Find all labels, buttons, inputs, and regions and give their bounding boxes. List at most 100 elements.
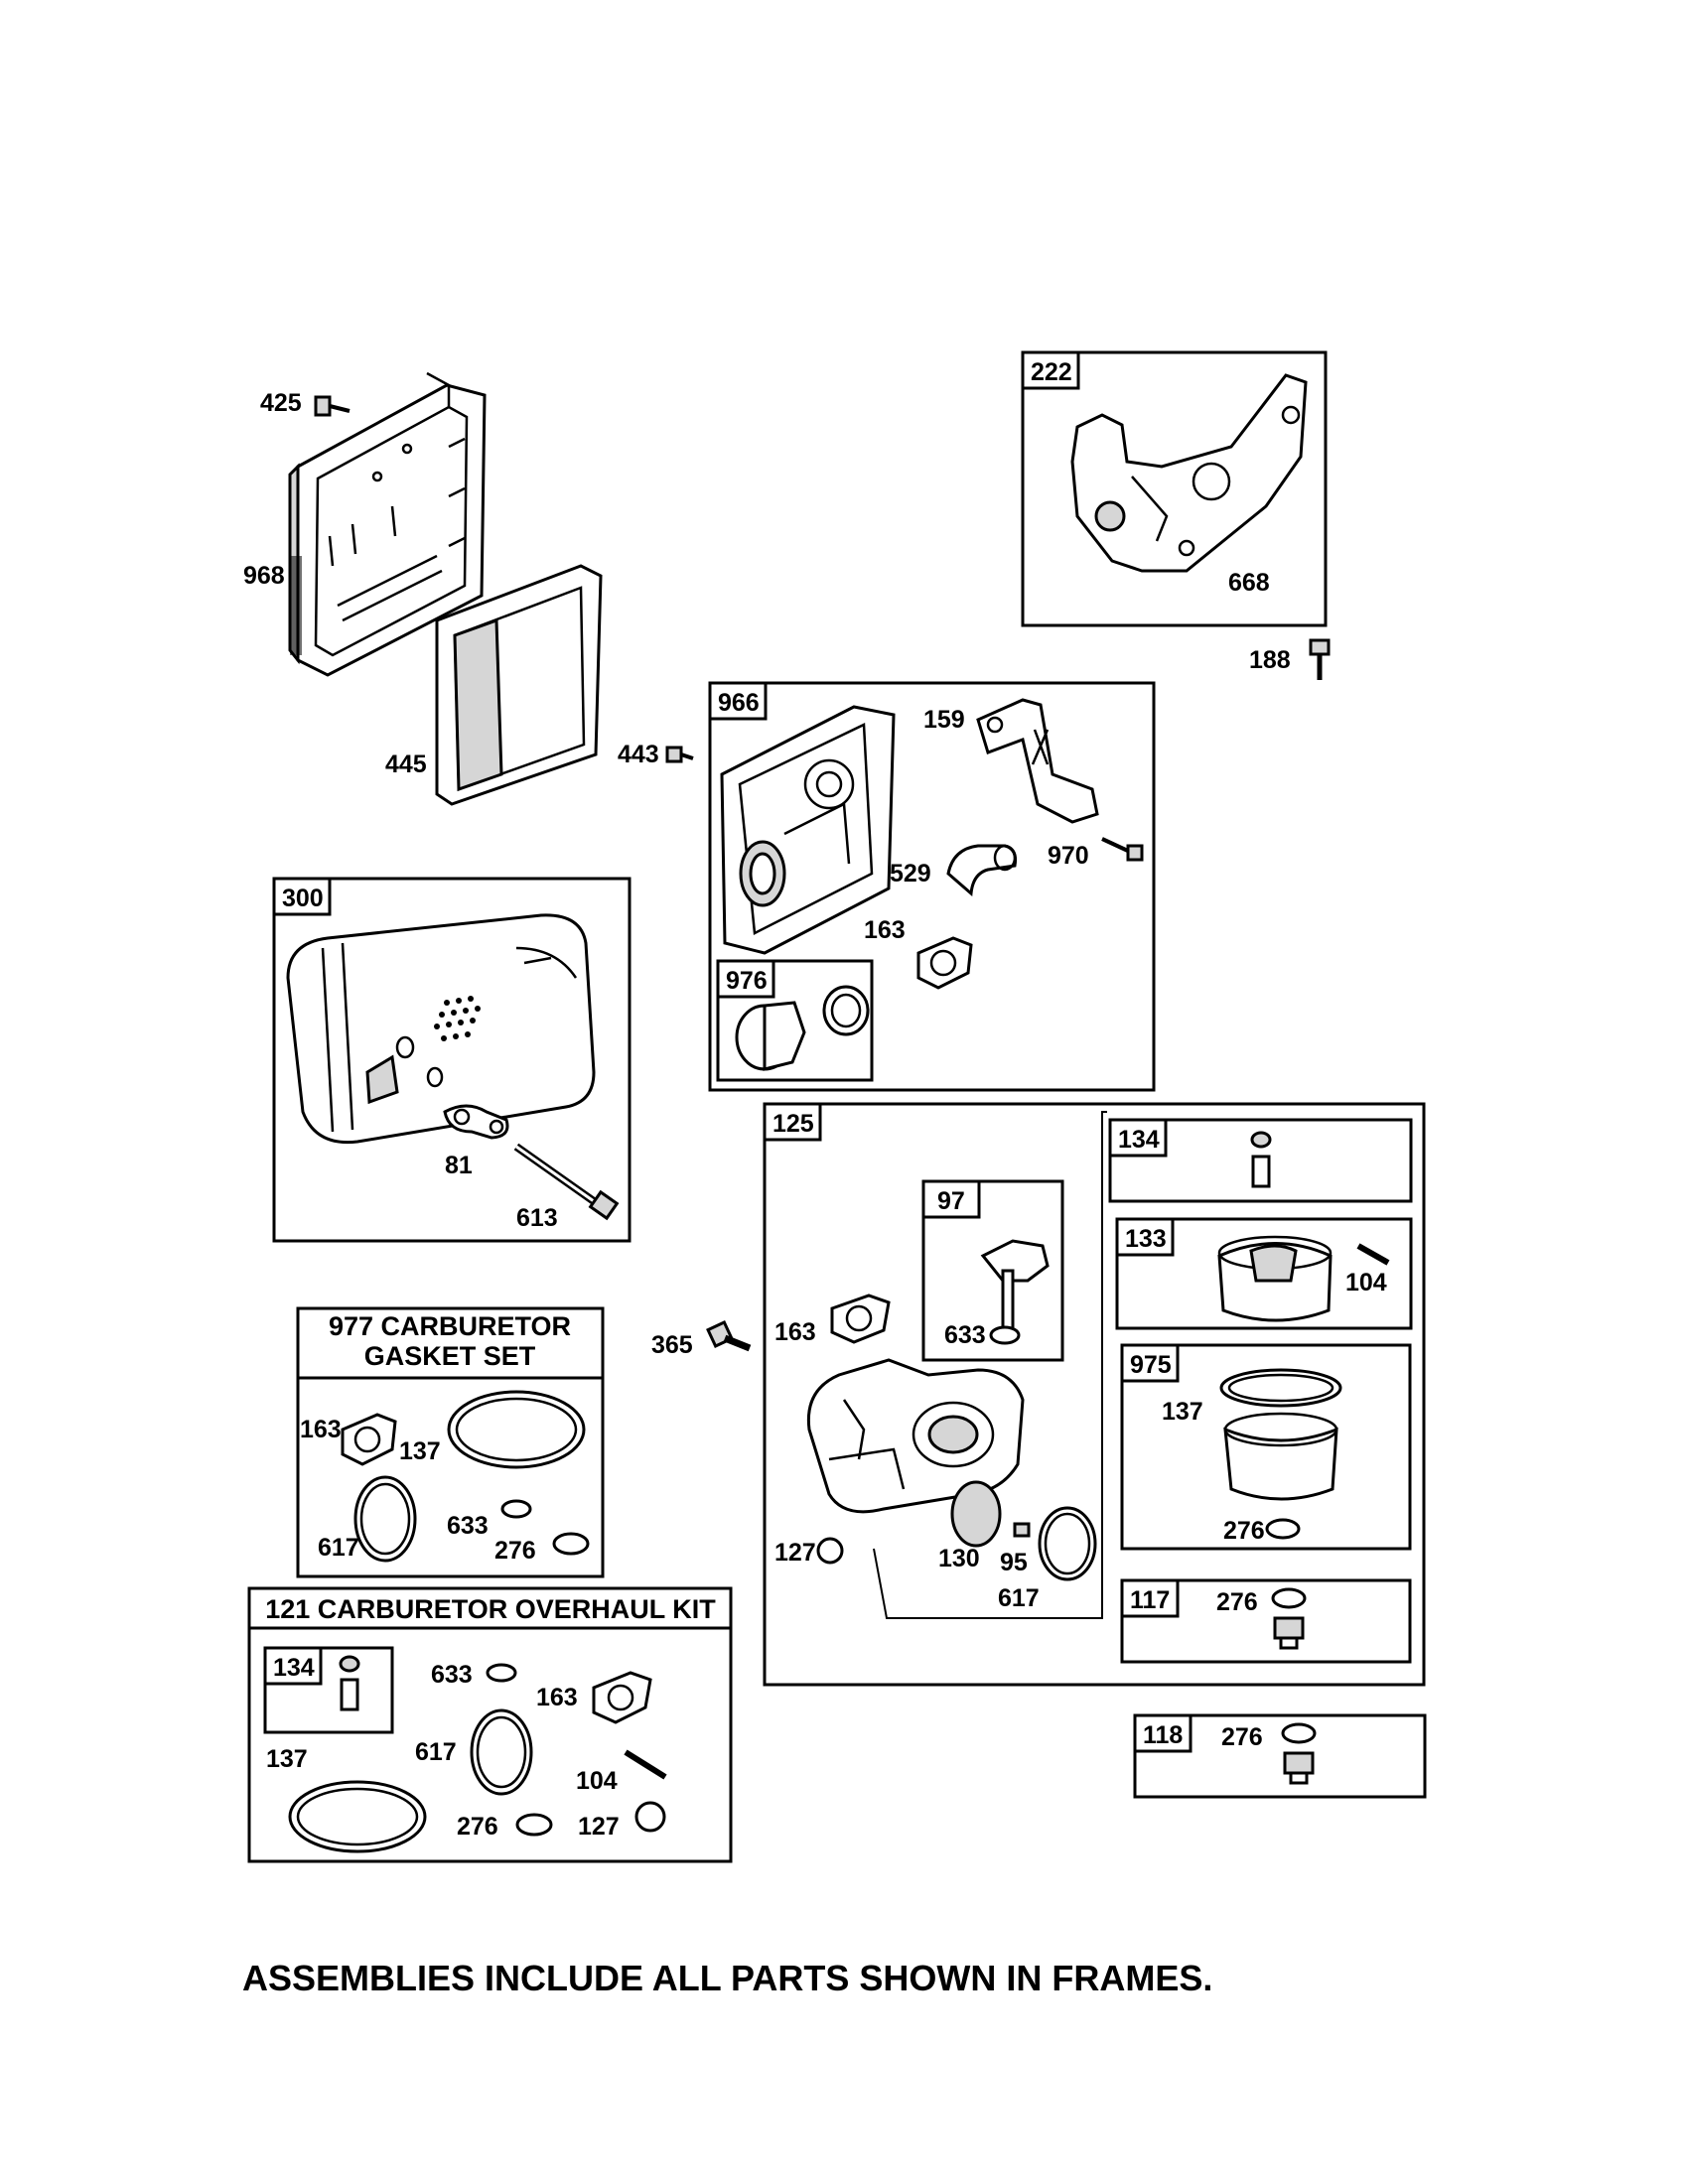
callout-425: 425 [260, 389, 302, 417]
gasket-set-title-line1: 977 CARBURETOR [329, 1311, 571, 1341]
muffler-vent-holes [434, 996, 481, 1041]
o-ring-617-kit121 [470, 1708, 533, 1796]
washer-633-kit977 [500, 1499, 532, 1519]
callout-445: 445 [385, 751, 427, 778]
frame-label-118: 118 [1143, 1721, 1183, 1749]
muffler-bolt-613 [513, 1143, 620, 1221]
bowl-nut-118 [1281, 1722, 1317, 1785]
gasket-set-title-line2: GASKET SET [364, 1341, 536, 1371]
frame-222 [1021, 350, 1328, 627]
frame-label-300: 300 [282, 885, 324, 912]
gasket-163-kit121 [592, 1671, 652, 1724]
frame-label-975: 975 [1130, 1351, 1172, 1379]
washer-633-kit121 [486, 1663, 517, 1683]
needle-valve-134-kit [339, 1655, 360, 1711]
frame-label-134: 134 [1118, 1126, 1160, 1154]
footer-note: ASSEMBLIES INCLUDE ALL PARTS SHOWN IN FR… [242, 1958, 1213, 1998]
frame-label-134-kit: 134 [273, 1654, 315, 1682]
callout-365: 365 [651, 1331, 693, 1359]
callout-163-intake: 163 [864, 916, 906, 944]
callout-443: 443 [618, 741, 659, 768]
air-cleaner-cover-968 [288, 371, 487, 677]
callout-95: 95 [1000, 1549, 1028, 1576]
callout-276-118: 276 [1221, 1723, 1263, 1751]
callout-529: 529 [890, 860, 931, 887]
callout-968: 968 [243, 562, 285, 590]
callout-276-bowl: 276 [1223, 1517, 1265, 1545]
float-bowl-133 [1217, 1235, 1333, 1322]
screw-970 [1101, 837, 1144, 862]
frame-label-117: 117 [1130, 1586, 1170, 1614]
plate-130 [950, 1480, 1002, 1548]
callout-81: 81 [445, 1152, 473, 1179]
screw-95 [1013, 1522, 1031, 1538]
frame-300 [272, 877, 632, 1243]
o-ring-617-carb [1038, 1506, 1097, 1581]
bowl-nut-117 [1271, 1587, 1307, 1650]
callout-104-kit121: 104 [576, 1767, 618, 1795]
callout-163-carb: 163 [774, 1318, 816, 1346]
callout-159: 159 [923, 706, 965, 734]
gasket-163-kit977 [341, 1413, 397, 1466]
callout-137-bowl: 137 [1162, 1398, 1203, 1426]
control-bracket-222 [1070, 373, 1308, 573]
callout-127-carb: 127 [774, 1539, 816, 1567]
callout-104-frame: 104 [1345, 1269, 1387, 1297]
callout-276-kit121: 276 [457, 1813, 498, 1841]
callout-613: 613 [516, 1204, 558, 1232]
frame-label-125: 125 [772, 1110, 814, 1138]
washer-276-kit121 [515, 1813, 553, 1837]
frame-966 [708, 681, 1156, 1092]
pin-104-kit121 [624, 1749, 667, 1780]
choke-bulb-976 [735, 985, 870, 1071]
callout-127-kit121: 127 [578, 1813, 620, 1841]
o-ring-617-kit977 [353, 1475, 417, 1563]
washer-633-float [989, 1325, 1021, 1345]
frame-label-133: 133 [1125, 1225, 1167, 1253]
frame-125 [763, 1102, 1426, 1687]
screw-188 [1309, 638, 1331, 680]
callout-633-float: 633 [944, 1321, 986, 1349]
callout-617-kit977: 617 [318, 1534, 359, 1562]
callout-617-kit121: 617 [415, 1738, 457, 1766]
frame-label-966: 966 [718, 689, 760, 717]
screw-443 [665, 746, 694, 763]
float-97 [980, 1239, 1050, 1332]
plug-127-carb [816, 1537, 844, 1565]
kit-121-overhaul [247, 1586, 733, 1863]
callout-617-carb: 617 [998, 1584, 1040, 1612]
elbow-tube-529 [946, 844, 1017, 897]
callout-970: 970 [1048, 842, 1089, 870]
plug-127-kit121 [634, 1801, 666, 1833]
frame-label-976: 976 [726, 967, 768, 995]
gasket-163-carb [830, 1294, 891, 1344]
callout-137-kit977: 137 [399, 1437, 441, 1465]
carburetor-body [806, 1358, 1025, 1514]
callout-633-kit121: 633 [431, 1661, 473, 1689]
frame-label-222: 222 [1031, 358, 1072, 386]
muffler-300 [286, 913, 596, 1145]
air-filter-445 [435, 564, 603, 806]
washer-276-bowl [1265, 1518, 1301, 1540]
kit-977-gasket-set [296, 1306, 605, 1578]
bolt-425 [314, 395, 351, 417]
washer-276-kit977 [552, 1532, 590, 1556]
screw-365 [706, 1320, 752, 1352]
callout-163-kit121: 163 [536, 1684, 578, 1711]
carburetor-air-intake-966 [720, 705, 896, 955]
callout-668: 668 [1228, 569, 1270, 597]
callout-633-kit977: 633 [447, 1512, 489, 1540]
callout-188: 188 [1249, 646, 1291, 674]
frame-label-97: 97 [937, 1187, 965, 1215]
callout-163-kit977: 163 [300, 1416, 342, 1443]
governor-bracket-159 [976, 698, 1099, 824]
o-ring-137-kit121 [288, 1780, 427, 1853]
frame-118 [1133, 1713, 1427, 1799]
callout-130: 130 [938, 1545, 980, 1572]
pin-104-frame [1356, 1243, 1390, 1266]
callout-137-kit121: 137 [266, 1745, 308, 1773]
needle-valve-134 [1250, 1131, 1272, 1188]
callout-276-kit977: 276 [494, 1537, 536, 1565]
o-ring-137-kit977 [447, 1390, 586, 1469]
